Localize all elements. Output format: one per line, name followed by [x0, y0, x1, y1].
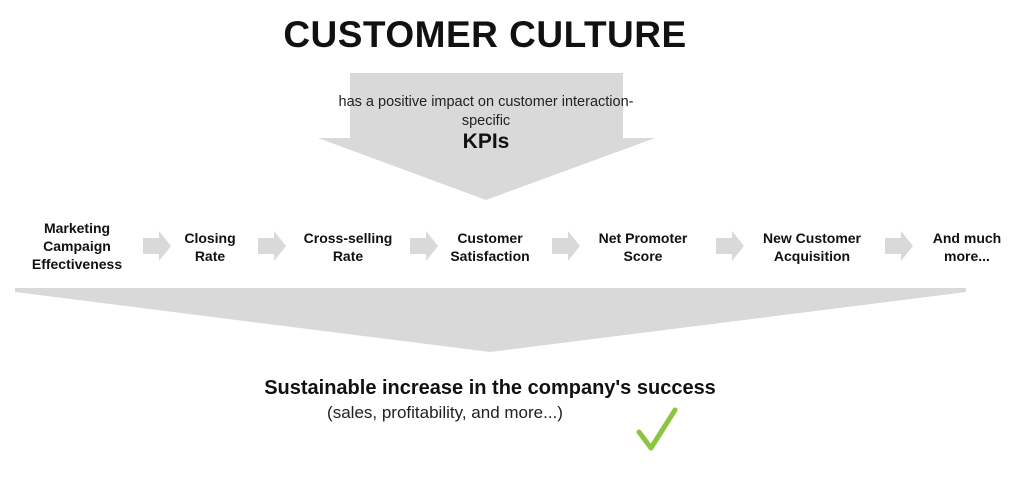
kpi-item-cross-selling: Cross-selling Rate: [304, 229, 393, 265]
arrow-right-icon: [885, 231, 913, 261]
arrow-right-icon: [410, 231, 438, 261]
success-down-arrow: [15, 288, 966, 352]
kpi-line: Rate: [194, 248, 226, 264]
kpi-line: Marketing: [43, 220, 111, 236]
page-title: CUSTOMER CULTURE: [283, 14, 687, 55]
kpi-line: Score: [623, 248, 663, 264]
kpis-label: KPIs: [462, 130, 510, 153]
kpi-down-arrow: [318, 73, 655, 200]
arrow-right-icon: [143, 231, 171, 261]
kpi-line: Closing: [184, 230, 236, 246]
kpi-line: Customer: [457, 230, 523, 246]
kpi-line: Cross-selling: [303, 230, 393, 246]
kpi-line: And much: [932, 230, 1002, 246]
kpi-item-net-promoter-score: Net Promoter Score: [599, 229, 688, 265]
kpi-line: more...: [944, 248, 990, 264]
kpi-line: Effectiveness: [31, 256, 123, 272]
check-icon: [636, 407, 678, 451]
kpi-item-closing-rate: Closing Rate: [184, 229, 235, 265]
kpi-item-new-customer-acquisition: New Customer Acquisition: [763, 229, 861, 265]
kpi-line: Rate: [332, 248, 364, 264]
success-heading: Sustainable increase in the company's su…: [264, 377, 716, 399]
kpi-line: New Customer: [762, 230, 862, 246]
arrow-right-icon: [716, 231, 744, 261]
kpi-item-marketing-campaign: Marketing Campaign Effectiveness: [32, 219, 122, 273]
arrow-right-icon: [552, 231, 580, 261]
arrow-right-icon: [258, 231, 286, 261]
kpi-line: Satisfaction: [450, 248, 530, 264]
success-subtext: (sales, profitability, and more...): [327, 403, 563, 422]
impact-text: has a positive impact on customer intera…: [338, 94, 634, 129]
kpi-item-and-more: And much more...: [933, 229, 1001, 265]
kpi-item-customer-satisfaction: Customer Satisfaction: [450, 229, 529, 265]
kpi-line: Acquisition: [773, 248, 851, 264]
kpi-line: Net Promoter: [598, 230, 688, 246]
kpi-line: Campaign: [43, 238, 111, 254]
